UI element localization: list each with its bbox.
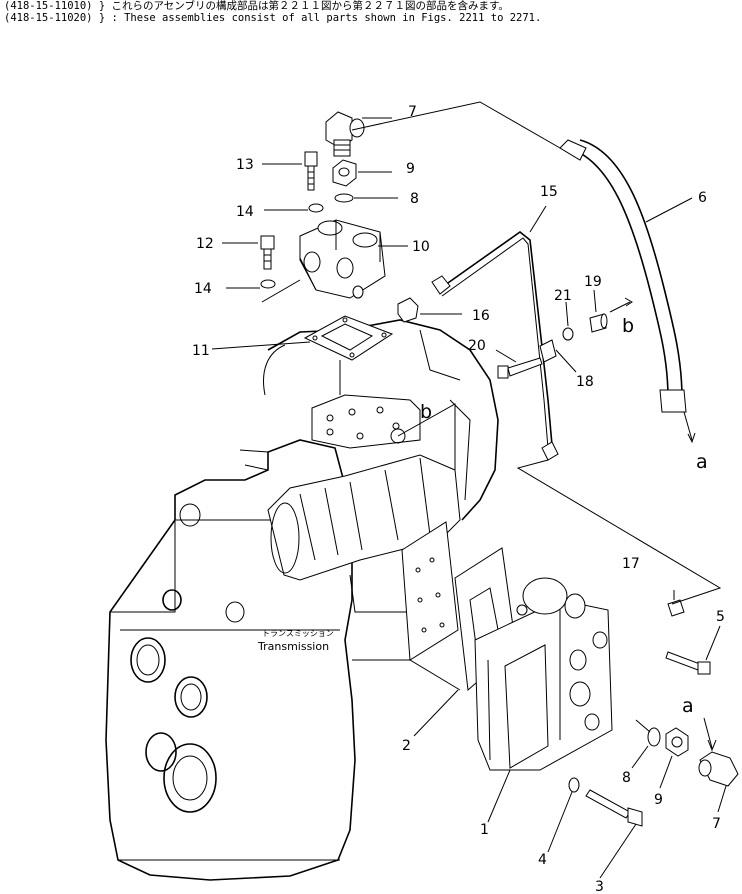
- valve-block-10: [299, 219, 386, 299]
- callout-2: 2: [402, 738, 411, 754]
- callout-7-top: 7: [408, 104, 417, 120]
- control-valve-1: [474, 577, 613, 771]
- callout-8-lower: 8: [622, 770, 631, 786]
- bolt-3: [585, 789, 643, 827]
- connector-a-lower: a: [682, 695, 694, 717]
- callout-4: 4: [538, 852, 547, 868]
- washer-4: [568, 777, 580, 793]
- callout-9-top: 9: [406, 161, 415, 177]
- leader-lines: [211, 101, 727, 879]
- connector-b-upper: b: [622, 315, 634, 337]
- gasket-11: [303, 315, 394, 361]
- header-line-1: (418-15-11010) } これらのアセンブリの構成部品は第２２１１図から…: [4, 0, 509, 12]
- callout-13: 13: [236, 157, 254, 173]
- washer-14-top: [308, 203, 324, 213]
- callout-6: 6: [698, 190, 707, 206]
- o-ring-8-top: [334, 193, 354, 203]
- plug-19: [589, 313, 608, 333]
- callout-20: 20: [468, 338, 486, 354]
- connector-a-upper: a: [696, 451, 708, 473]
- callout-21: 21: [554, 288, 572, 304]
- separator-plate: [401, 521, 459, 661]
- callout-15: 15: [540, 184, 558, 200]
- callout-12: 12: [196, 236, 214, 252]
- transmission-label-jp: トランスミッション: [262, 629, 334, 638]
- transmission-label-en: Transmission: [257, 640, 329, 653]
- callout-1: 1: [480, 822, 489, 838]
- callout-9-lower: 9: [654, 792, 663, 808]
- o-ring-8-lower: [647, 727, 661, 747]
- clamp-18: [539, 339, 557, 363]
- callout-14-lower: 14: [194, 281, 212, 297]
- callout-labels: 7 13 9 8 14 12 10 14 16 11 15 6 19 21 20…: [192, 104, 725, 894]
- hose-6: [559, 139, 687, 413]
- connector-b-lower: b: [420, 401, 432, 423]
- bolt-5: [665, 651, 711, 675]
- callout-16: 16: [472, 308, 490, 324]
- washer-14-lower: [260, 279, 276, 289]
- callout-14-top: 14: [236, 204, 254, 220]
- callout-3: 3: [595, 879, 604, 894]
- header-line-2: (418-15-11020) } : These assemblies cons…: [4, 12, 542, 24]
- bolt-20: [497, 357, 543, 379]
- bolt-12: [260, 235, 275, 270]
- elbow-fitting-7-top: [325, 111, 365, 157]
- nut-9-lower: [665, 727, 689, 757]
- callout-10: 10: [412, 239, 430, 255]
- elbow-16: [397, 297, 419, 323]
- callout-11: 11: [192, 343, 210, 359]
- callout-18: 18: [576, 374, 594, 390]
- callout-5: 5: [716, 609, 725, 625]
- bolt-13: [304, 151, 318, 191]
- transmission-housing: [105, 319, 499, 881]
- callout-19: 19: [584, 274, 602, 290]
- callout-7-lower: 7: [712, 816, 721, 832]
- nut-9-top: [332, 159, 357, 187]
- callout-8-top: 8: [410, 191, 419, 207]
- elbow-fitting-7-lower: [698, 751, 739, 787]
- callout-17: 17: [622, 556, 640, 572]
- nut-21: [562, 327, 574, 341]
- pipe-15: [431, 230, 559, 461]
